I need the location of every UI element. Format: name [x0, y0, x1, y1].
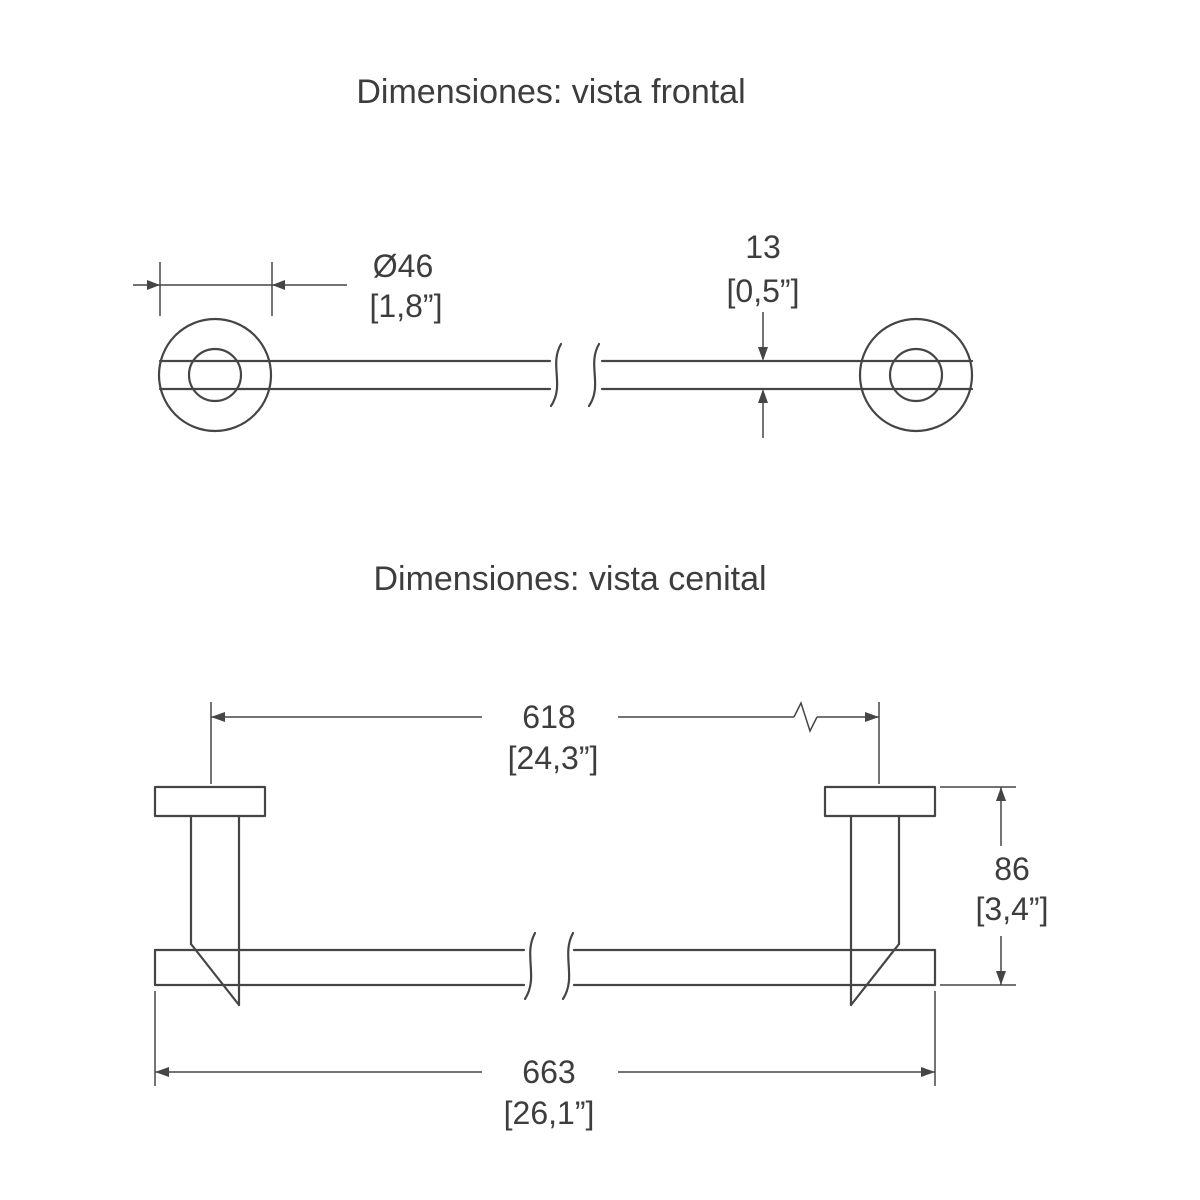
break-mark: [587, 342, 601, 408]
arrowhead: [147, 280, 160, 290]
break-mark: [523, 931, 537, 1001]
arrowhead: [758, 389, 768, 403]
total-length-mm: 663: [522, 1054, 575, 1090]
arrowhead: [155, 1067, 169, 1077]
flange-outer-circle: [157, 317, 273, 433]
flange-plate: [823, 785, 937, 818]
post-angled-edge: [189, 942, 241, 1007]
arrowhead: [758, 347, 768, 361]
top-view: Dimensiones: vista cenital: [153, 560, 1049, 1131]
post-angled-edge: [849, 942, 901, 1007]
left-bracket: [153, 785, 267, 1007]
dim-flange-diameter: Ø46 [1,8”]: [133, 248, 442, 324]
arrowhead: [211, 712, 225, 722]
arrowhead: [865, 712, 879, 722]
arrowhead: [921, 1067, 935, 1077]
flange-inner-circle: [888, 347, 944, 403]
mounting-distance-mm: 618: [522, 699, 575, 735]
flange-diameter-inches: [1,8”]: [370, 288, 443, 324]
right-bracket: [823, 785, 937, 1007]
front-view-title: Dimensiones: vista frontal: [356, 73, 745, 111]
break-mark: [561, 931, 575, 1001]
arrowhead: [996, 787, 1006, 801]
dimension-break-mark: [793, 701, 818, 733]
arrowhead: [272, 280, 285, 290]
left-flange: [157, 317, 273, 433]
flange-plate: [153, 785, 267, 818]
front-bar: [158, 342, 974, 408]
arrowhead: [996, 971, 1006, 985]
break-mark: [549, 342, 563, 408]
mounting-distance-inches: [24,3”]: [508, 740, 599, 776]
front-view: Dimensiones: vista frontal: [133, 73, 974, 438]
dim-total-length: 663 [26,1”]: [154, 991, 936, 1131]
dim-depth: 86 [3,4”]: [940, 786, 1049, 986]
bar-diameter-mm: 13: [745, 229, 781, 265]
top-bar: [153, 931, 937, 1001]
dim-mounting-distance: 618 [24,3”]: [210, 699, 880, 784]
depth-mm: 86: [994, 851, 1030, 887]
top-view-title: Dimensiones: vista cenital: [373, 560, 766, 598]
dim-bar-thickness: 13 [0,5”]: [727, 229, 800, 438]
flange-diameter-mm: Ø46: [373, 248, 433, 284]
flange-inner-circle: [187, 347, 243, 403]
depth-inches: [3,4”]: [976, 891, 1049, 927]
total-length-inches: [26,1”]: [504, 1095, 595, 1131]
right-flange: [858, 317, 974, 433]
flange-outer-circle: [858, 317, 974, 433]
bar-diameter-inches: [0,5”]: [727, 273, 800, 309]
